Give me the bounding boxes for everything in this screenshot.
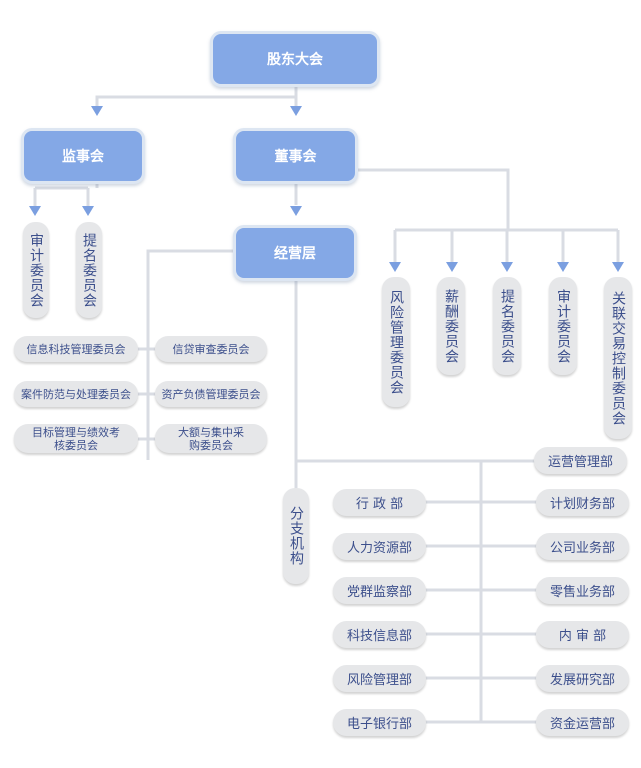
it-management-committee[interactable]: 信息科技管理委员会	[14, 336, 138, 362]
board-audit-committee[interactable]: 审计委员会	[549, 277, 577, 375]
committee-label: 资产负债管理委员会	[161, 387, 261, 401]
supervisory-audit-committee[interactable]: 审计委员会	[23, 222, 49, 318]
department-finance[interactable]: 计划财务部	[536, 489, 629, 516]
department-corporate[interactable]: 公司业务部	[536, 533, 629, 560]
committee-label: 大额与集中采购委员会	[178, 425, 244, 452]
committee-label: 信贷审查委员会	[172, 342, 250, 356]
branch-institutions[interactable]: 分支机构	[283, 488, 309, 584]
department-label: 人力资源部	[346, 541, 412, 556]
department-label: 行 政 部	[355, 497, 404, 512]
department-label: 发展研究部	[549, 673, 615, 688]
committee-label: 目标管理与绩效考核委员会	[32, 425, 120, 452]
department-label: 党群监察部	[346, 585, 412, 600]
shareholders-meeting-label: 股东大会	[267, 52, 323, 68]
department-treasury[interactable]: 资金运营部	[536, 709, 629, 736]
committee-label: 信息科技管理委员会	[26, 342, 126, 356]
department-label: 计划财务部	[549, 497, 615, 512]
supervisory-board-node[interactable]: 监事会	[21, 128, 145, 184]
asset-liability-committee[interactable]: 资产负债管理委员会	[155, 381, 267, 407]
management-node[interactable]: 经营层	[233, 225, 357, 281]
risk-management-committee[interactable]: 风险管理委员会	[382, 277, 410, 407]
procurement-committee[interactable]: 大额与集中采购委员会	[155, 424, 267, 453]
shareholders-meeting-node[interactable]: 股东大会	[210, 31, 380, 87]
department-label: 零售业务部	[549, 585, 615, 600]
department-retail[interactable]: 零售业务部	[536, 577, 629, 604]
department-party-supervision[interactable]: 党群监察部	[333, 577, 426, 604]
committee-label: 风险管理委员会	[388, 289, 404, 395]
department-label: 电子银行部	[346, 717, 412, 732]
committee-label: 提名委员会	[499, 288, 515, 364]
committee-label: 审计委员会	[555, 288, 571, 364]
committee-label: 审计委员会	[28, 232, 44, 308]
board-nomination-committee[interactable]: 提名委员会	[493, 277, 521, 375]
department-label: 资金运营部	[549, 717, 615, 732]
credit-review-committee[interactable]: 信贷审查委员会	[155, 336, 267, 362]
management-label: 经营层	[274, 246, 316, 262]
department-label: 风险管理部	[346, 673, 412, 688]
supervisory-board-label: 监事会	[62, 149, 104, 165]
board-of-directors-node[interactable]: 董事会	[233, 128, 358, 184]
department-label: 科技信息部	[346, 629, 412, 644]
department-e-banking[interactable]: 电子银行部	[333, 709, 426, 736]
department-research[interactable]: 发展研究部	[536, 665, 629, 692]
department-admin[interactable]: 行 政 部	[333, 489, 426, 516]
performance-assessment-committee[interactable]: 目标管理与绩效考核委员会	[14, 424, 138, 453]
department-hr[interactable]: 人力资源部	[333, 533, 426, 560]
committee-label: 提名委员会	[81, 232, 97, 308]
related-party-transaction-committee[interactable]: 关联交易控制委员会	[604, 277, 632, 439]
department-operations[interactable]: 运营管理部	[534, 447, 627, 474]
department-label: 内 审 部	[558, 629, 607, 644]
board-of-directors-label: 董事会	[274, 149, 317, 165]
branches-label: 分支机构	[288, 506, 304, 566]
case-prevention-committee[interactable]: 案件防范与处理委员会	[14, 381, 138, 407]
department-tech-info[interactable]: 科技信息部	[333, 621, 426, 648]
supervisory-nomination-committee[interactable]: 提名委员会	[76, 222, 102, 318]
department-label: 公司业务部	[549, 541, 615, 556]
remuneration-committee[interactable]: 薪酬委员会	[437, 277, 465, 375]
department-internal-audit[interactable]: 内 审 部	[536, 621, 629, 648]
committee-label: 案件防范与处理委员会	[21, 387, 131, 401]
department-label: 运营管理部	[547, 455, 613, 470]
committee-label: 关联交易控制委员会	[610, 290, 626, 426]
committee-label: 薪酬委员会	[443, 288, 459, 364]
department-risk[interactable]: 风险管理部	[333, 665, 426, 692]
